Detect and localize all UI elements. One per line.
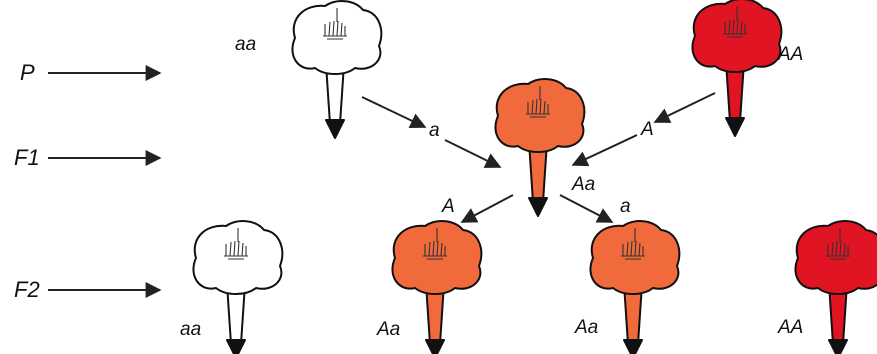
arrow-red-to-f1b bbox=[571, 134, 638, 167]
arrow-f1-left bbox=[460, 194, 514, 223]
flower-parent-white bbox=[291, 0, 383, 139]
flower-f1-pink bbox=[494, 78, 586, 217]
arrow-f1-right bbox=[559, 194, 614, 223]
genotype-parent-red: AA bbox=[777, 44, 803, 65]
flower-f2-white bbox=[192, 220, 284, 354]
arrow-red-to-f1 bbox=[653, 92, 716, 123]
flower-parent-red bbox=[691, 0, 783, 137]
arrow-white-to-f1 bbox=[361, 96, 427, 129]
generation-label-f2: F2 bbox=[14, 277, 40, 302]
arrow-white-to-f1b bbox=[444, 139, 502, 168]
genotype-f1-pink: Aa bbox=[571, 174, 595, 195]
genotype-f2-red: AA bbox=[777, 317, 803, 338]
flower-f2-pink-1 bbox=[391, 220, 483, 354]
genotype-f2-pink-1: Aa bbox=[376, 319, 400, 340]
gamete-from-white: a bbox=[429, 120, 440, 141]
genotype-f2-pink-2: Aa bbox=[574, 317, 598, 338]
gamete-f1-left: A bbox=[441, 196, 455, 217]
generation-label-f1: F1 bbox=[14, 145, 40, 170]
flower-f2-red bbox=[794, 220, 877, 354]
genotype-f2-white: aa bbox=[180, 319, 201, 340]
gamete-f1-right: a bbox=[620, 196, 631, 217]
generation-label-p: P bbox=[20, 60, 35, 85]
gamete-from-red: A bbox=[640, 119, 654, 140]
flower-f2-pink-2 bbox=[589, 220, 681, 354]
genotype-parent-white: aa bbox=[235, 34, 256, 55]
